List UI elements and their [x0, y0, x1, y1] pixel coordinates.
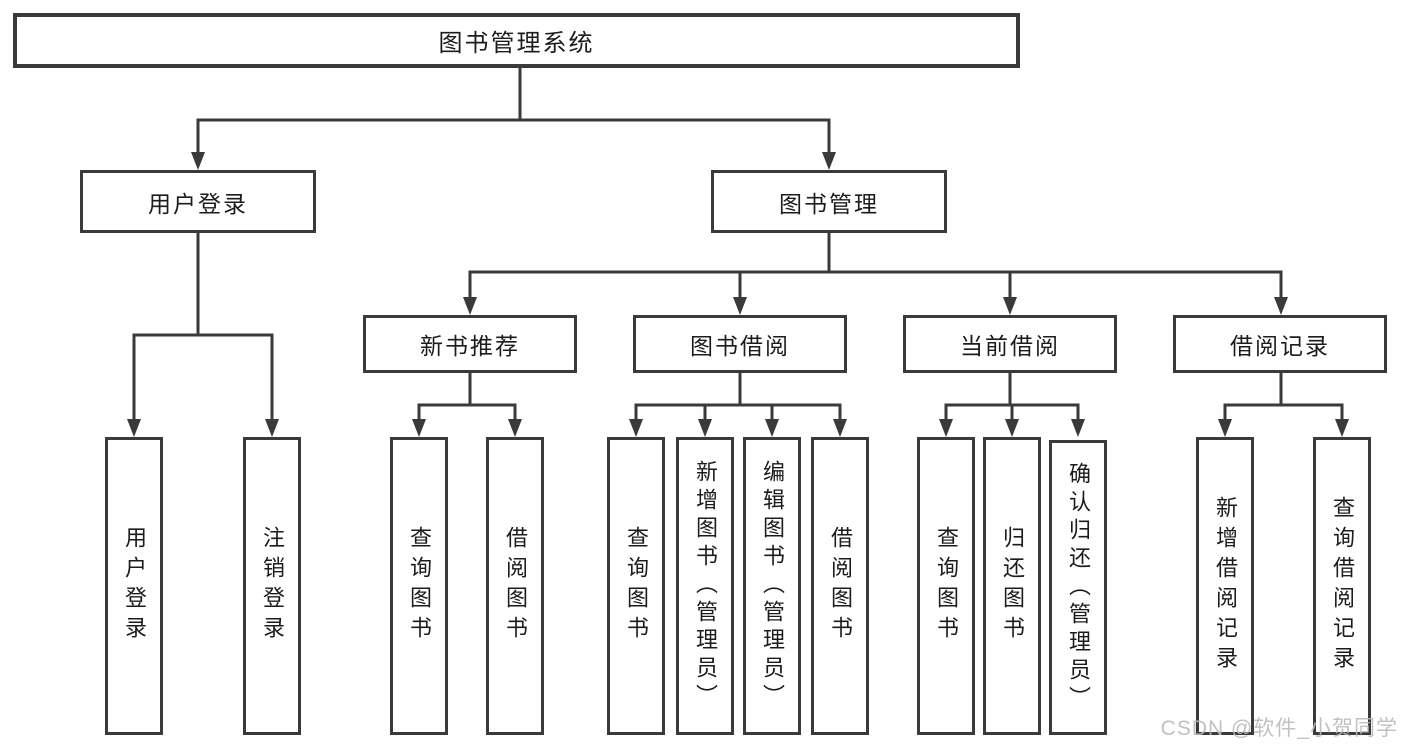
node-book-borrow: 图书借阅: [633, 315, 847, 373]
node-user-login: 用户登录: [80, 170, 316, 233]
leaf-logout-login: 注销登录: [243, 437, 301, 735]
leaf-bb-edit-book-admin: 编辑图书（管理员）: [743, 437, 801, 735]
connector-book-mgmt-children: [468, 231, 1283, 299]
node-borrow-records: 借阅记录: [1173, 315, 1387, 373]
leaf-cb-query-book: 查询图书: [917, 437, 975, 735]
node-root: 图书管理系统: [13, 13, 1020, 68]
leaf-cb-return-book: 归还图书: [983, 437, 1041, 735]
connector-root-to-level2: [196, 66, 831, 156]
connector-user-login-children: [132, 231, 274, 421]
leaf-cb-confirm-return-admin: 确认归还（管理员）: [1049, 440, 1107, 735]
leaf-br-add-record: 新增借阅记录: [1196, 437, 1254, 735]
connector-book-borrow-children: [634, 371, 842, 421]
leaf-bb-query-book: 查询图书: [607, 437, 665, 735]
connector-borrow-record-children: [1223, 371, 1344, 421]
leaf-nb-query-book: 查询图书: [390, 437, 448, 735]
leaf-user-login: 用户登录: [105, 437, 163, 735]
node-new-book-recommend: 新书推荐: [363, 315, 577, 373]
watermark: CSDN @软件_小贺同学: [1160, 717, 1398, 740]
leaf-bb-add-book-admin: 新增图书（管理员）: [676, 437, 734, 735]
leaf-nb-borrow-book: 借阅图书: [486, 437, 544, 735]
node-book-management: 图书管理: [711, 170, 947, 233]
leaf-br-query-record: 查询借阅记录: [1313, 437, 1371, 735]
connector-new-book-children: [417, 371, 517, 421]
node-current-borrow: 当前借阅: [903, 315, 1117, 373]
connector-current-borrow-children: [944, 371, 1080, 421]
leaf-bb-borrow-book: 借阅图书: [811, 437, 869, 735]
